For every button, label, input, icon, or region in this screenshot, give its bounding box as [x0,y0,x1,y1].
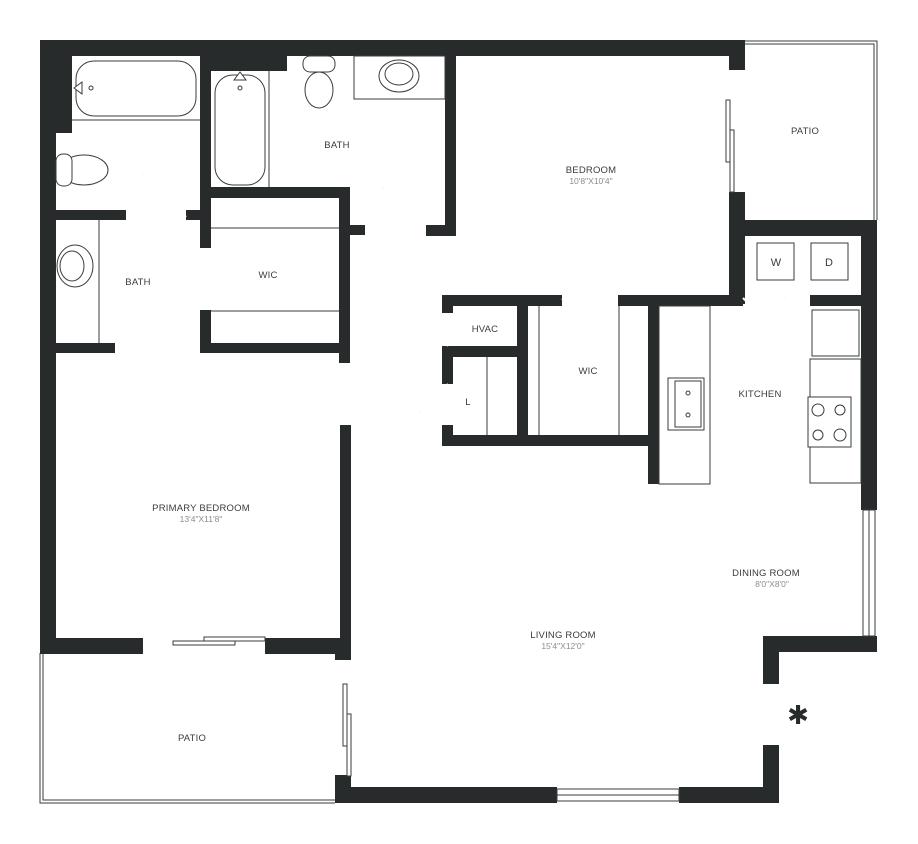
dryer-label: D [825,257,833,269]
patio-bottom-outline [39,653,335,804]
shower-head-icon [233,71,247,91]
toilet-icon [304,71,334,109]
room-label-patio-top: PATIO [791,126,819,137]
shower-head-icon [73,81,94,95]
windows [172,99,876,802]
room-label-kitchen: KITCHEN [738,389,781,400]
doors [142,173,786,745]
room-label-wic-left: WIC [258,270,277,281]
room-label-primary-bedroom: PRIMARY BEDROOM [152,503,250,514]
room-label-linen: L [465,397,470,408]
room-label-patio-bottom: PATIO [178,733,206,744]
washer-icon [756,242,795,281]
room-label-bedroom: BEDROOM [566,165,617,176]
room-label-dining-room: DINING ROOM [732,568,800,579]
room-label-living-room: LIVING ROOM [530,630,596,641]
room-dimensions-dining-room: 8'0"X8'0" [755,579,789,589]
room-dimensions-primary-bedroom: 13'4"X11'8" [180,514,223,524]
room-label-bath-left: BATH [125,277,150,288]
room-dimensions-bedroom: 10'8"X10'4" [569,176,612,186]
dryer-icon [810,242,849,281]
room-dimensions-living-room: 15'4"X12'0" [541,641,584,651]
refrigerator-icon [811,309,860,357]
fixtures [55,55,862,485]
walls [40,40,877,803]
washer-label: W [771,257,782,269]
room-label-wic-center: WIC [578,366,597,377]
patio-top-outline [745,40,878,220]
room-label-hvac: HVAC [472,324,499,335]
room-label-bath-top: BATH [324,140,349,151]
entry-marker-icon: ✱ [787,701,809,731]
room-labels: BATH BATH WIC BEDROOM 10'8"X10'4" PATIO … [125,126,833,744]
